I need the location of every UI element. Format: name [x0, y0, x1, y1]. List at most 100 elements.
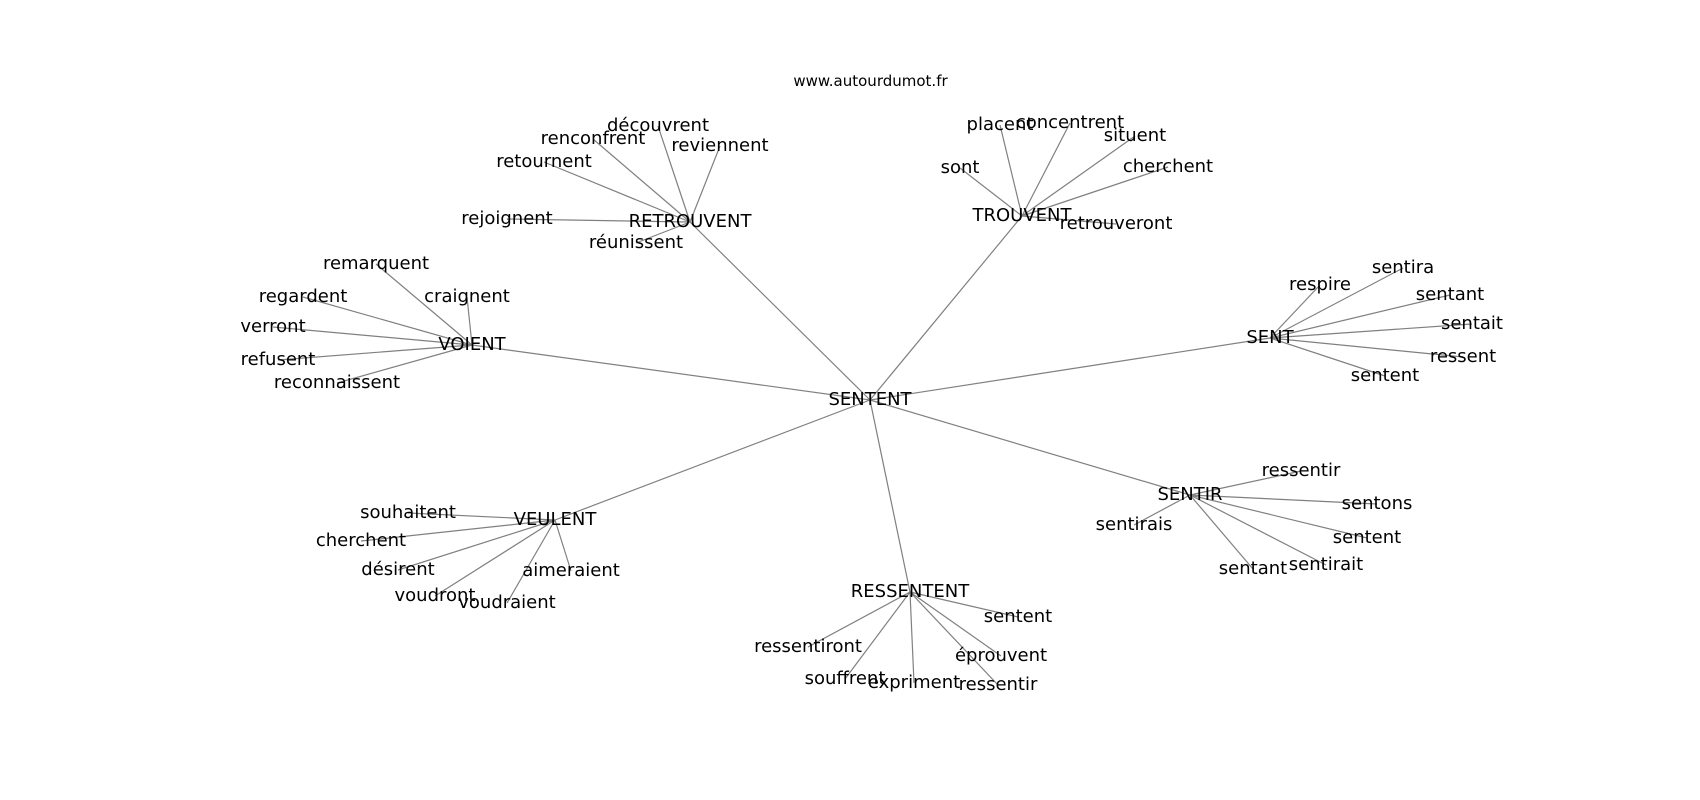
leaf-node: voudraient	[458, 592, 555, 613]
edge-trouvent-leaf	[959, 167, 1023, 217]
edge-voient-leaf	[466, 296, 473, 346]
leaf-node: remarquent	[323, 253, 429, 274]
leaf-node: souffrent	[805, 668, 886, 689]
edge-ressentent-leaf	[909, 591, 999, 686]
edge-retrouvent-leaf	[657, 125, 691, 223]
edge-center-voient	[471, 344, 871, 401]
hub-node-veulent: VEULENT	[514, 509, 598, 530]
edge-sent-leaf	[1269, 323, 1473, 339]
edge-voient-leaf	[336, 344, 473, 384]
source-url: www.autourdumot.fr	[793, 72, 948, 90]
hub-node-trouvent: TROUVENT	[972, 205, 1073, 226]
edge-trouvent-leaf	[1021, 135, 1136, 217]
edge-center-veulent	[554, 399, 871, 521]
leaf-node: reviennent	[671, 135, 768, 156]
hub-node-sent: SENT	[1246, 327, 1294, 348]
edge-sentir-leaf	[1133, 494, 1191, 526]
leaf-node: retournent	[496, 151, 592, 172]
edge-trouvent-leaf	[1021, 215, 1117, 225]
edge-sent-leaf	[1269, 337, 1386, 377]
leaf-node: ressentir	[959, 674, 1038, 695]
edge-trouvent-leaf	[1021, 122, 1071, 217]
leaf-node: ressentiront	[754, 636, 862, 657]
edge-center-retrouvent	[689, 221, 871, 401]
edge-voient-leaf	[302, 296, 473, 346]
edge-veulent-leaf	[434, 519, 556, 597]
hub-node-voient: VOIENT	[438, 334, 506, 355]
leaf-node: regardent	[259, 286, 348, 307]
edge-sentir-leaf	[1189, 470, 1302, 496]
edge-sent-leaf	[1269, 267, 1404, 339]
leaf-node: ressentir	[1262, 460, 1341, 481]
edge-voient-leaf	[277, 344, 473, 361]
leaf-node: désirent	[361, 559, 434, 580]
leaf-node: placent	[967, 114, 1034, 135]
leaf-node: cherchent	[1123, 156, 1213, 177]
edge-retrouvent-leaf	[689, 145, 721, 223]
leaf-node: respire	[1289, 274, 1351, 295]
leaf-node: aimeraient	[522, 560, 620, 581]
leaf-node: voudront	[395, 585, 476, 606]
edge-sentir-leaf	[1189, 494, 1327, 566]
graph-edges	[272, 122, 1473, 686]
leaf-node: réunissent	[589, 232, 683, 253]
edge-retrouvent-leaf	[506, 218, 691, 223]
leaf-node: sont	[941, 157, 980, 178]
edge-ressentent-leaf	[909, 591, 915, 684]
leaf-node: reconnaissent	[274, 372, 400, 393]
leaf-node: rejoignent	[461, 208, 552, 229]
edge-voient-leaf	[272, 326, 473, 346]
edge-center-sent	[869, 337, 1271, 401]
center-node: SENTENT	[828, 389, 912, 410]
hub-node-sentir: SENTIR	[1157, 484, 1222, 505]
edge-veulent-leaf	[506, 519, 556, 604]
edge-retrouvent-leaf	[635, 221, 691, 244]
leaf-node: cherchent	[316, 530, 406, 551]
leaf-node: expriment	[868, 672, 960, 693]
leaf-node: sentait	[1441, 313, 1503, 334]
leaf-node: sentirais	[1096, 514, 1173, 535]
leaf-node: sentons	[1342, 493, 1413, 514]
edge-center-trouvent	[869, 215, 1023, 401]
edge-sentir-leaf	[1189, 494, 1254, 570]
edge-trouvent-leaf	[999, 124, 1023, 217]
leaf-node: éprouvent	[955, 645, 1047, 666]
edge-veulent-leaf	[397, 519, 556, 571]
leaf-node: ressent	[1430, 346, 1496, 367]
edge-ressentent-leaf	[807, 591, 911, 648]
hub-node-retrouvent: RETROUVENT	[629, 211, 753, 232]
edge-veulent-leaf	[360, 519, 556, 542]
edge-trouvent-leaf	[1021, 166, 1169, 217]
edge-retrouvent-leaf	[592, 138, 691, 223]
leaf-node: sentent	[1351, 365, 1419, 386]
leaf-node: sentent	[1333, 527, 1401, 548]
leaf-node: découvrent	[607, 115, 709, 136]
leaf-node: souhaitent	[360, 502, 456, 523]
leaf-node: craignent	[424, 286, 510, 307]
edge-center-sentir	[869, 399, 1191, 496]
edge-retrouvent-leaf	[543, 161, 691, 223]
leaf-node: sentant	[1219, 558, 1287, 579]
leaf-node: sentira	[1372, 257, 1434, 278]
leaf-node: sentirait	[1289, 554, 1363, 575]
leaf-node: renconfrent	[541, 128, 646, 149]
edge-veulent-leaf	[407, 512, 556, 521]
edge-voient-leaf	[375, 263, 473, 346]
edge-ressentent-leaf	[909, 591, 1019, 618]
hub-node-ressentent: RESSENTENT	[851, 581, 970, 602]
edge-ressentent-leaf	[844, 591, 911, 680]
edge-veulent-leaf	[554, 519, 572, 572]
leaf-node: verront	[240, 316, 305, 337]
leaf-node: concentrent	[1016, 112, 1124, 133]
leaf-node: sentant	[1416, 284, 1484, 305]
leaf-node: situent	[1104, 125, 1166, 146]
edge-sent-leaf	[1269, 337, 1464, 358]
edge-sentir-leaf	[1189, 494, 1368, 539]
leaf-node: sentent	[984, 606, 1052, 627]
edge-sentir-leaf	[1189, 494, 1378, 505]
leaf-node: refusent	[241, 349, 316, 370]
edge-sent-leaf	[1269, 284, 1321, 339]
edge-center-ressentent	[869, 399, 911, 593]
